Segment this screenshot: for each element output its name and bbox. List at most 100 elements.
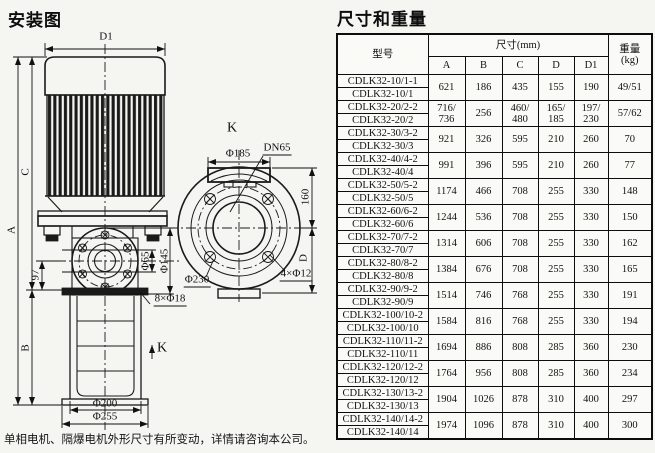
model-cell: CDLK32-10/1-1 — [336, 74, 429, 88]
dim-cell: 536 — [464, 204, 503, 231]
dim-label-c: C — [19, 168, 32, 176]
model-cell: CDLK32-50/5 — [336, 191, 429, 205]
weight-cell: 165 — [607, 256, 653, 283]
weight-cell: 162 — [607, 230, 653, 257]
dim-cell: 400 — [573, 386, 609, 413]
weight-cell: 234 — [607, 360, 653, 387]
dim-label-phi230: Φ230 — [183, 273, 211, 288]
dim-cell: 460/ 480 — [501, 100, 539, 127]
dimensions-table: 型号 尺寸(mm) 重量 (kg) A B C D D1 CDLK32-10/1… — [336, 33, 654, 440]
size-group-header: 尺寸(mm) — [427, 33, 609, 57]
dim-cell: 1314 — [427, 230, 466, 257]
dim-cell: 210 — [537, 152, 575, 179]
dim-cell: 435 — [501, 74, 539, 101]
model-cell: CDLK32-70/7 — [336, 243, 429, 257]
model-cell: CDLK32-10/1 — [336, 87, 429, 101]
dim-cell: 330 — [573, 178, 609, 205]
dim-cell: 1174 — [427, 178, 466, 205]
model-cell: CDLK32-40/4-2 — [336, 152, 429, 166]
dim-cell: 708 — [501, 256, 539, 283]
weight-cell: 297 — [607, 386, 653, 413]
dim-cell: 210 — [537, 126, 575, 153]
model-cell: CDLK32-100/10 — [336, 321, 429, 335]
dim-cell: 285 — [537, 334, 575, 361]
model-cell: CDLK32-130/13 — [336, 399, 429, 413]
dim-cell: 1244 — [427, 204, 466, 231]
dim-cell: 595 — [501, 152, 539, 179]
table-row: CDLK32-140/14 — [336, 425, 652, 440]
col-header-b: B — [464, 56, 503, 75]
dim-label-phi145: Φ145 — [158, 248, 171, 274]
dim-label-160: 160 — [299, 188, 312, 206]
dim-cell: 197/ 230 — [573, 100, 609, 127]
dim-cell: 260 — [573, 152, 609, 179]
dim-cell: 256 — [464, 100, 503, 127]
model-cell: CDLK32-130/13-2 — [336, 386, 429, 400]
installation-diagram-title: 安装图 — [8, 11, 62, 31]
dim-label-phi255: Φ255 — [92, 410, 118, 423]
weight-cell: 191 — [607, 282, 653, 309]
dim-cell: 186 — [464, 74, 503, 101]
dim-cell: 330 — [573, 308, 609, 335]
model-cell: CDLK32-110/11-2 — [336, 334, 429, 348]
weight-column-header: 重量 (kg) — [607, 33, 653, 75]
model-cell: CDLK32-140/14 — [336, 425, 429, 440]
section-arrow-k-label: K — [156, 340, 168, 356]
dim-cell: 360 — [573, 334, 609, 361]
dim-cell: 330 — [573, 204, 609, 231]
dim-cell: 921 — [427, 126, 466, 153]
model-cell: CDLK32-20/2 — [336, 113, 429, 127]
dim-cell: 285 — [537, 360, 575, 387]
dim-cell: 595 — [501, 126, 539, 153]
dim-cell: 808 — [501, 360, 539, 387]
dim-cell: 708 — [501, 204, 539, 231]
dim-cell: 716/ 736 — [427, 100, 466, 127]
dim-cell: 255 — [537, 204, 575, 231]
model-cell: CDLK32-110/11 — [336, 347, 429, 361]
col-header-d1: D1 — [573, 56, 609, 75]
dim-cell: 326 — [464, 126, 503, 153]
dim-cell: 190 — [573, 74, 609, 101]
dim-cell: 676 — [464, 256, 503, 283]
weight-cell: 148 — [607, 178, 653, 205]
dim-label-phi185: Φ185 — [225, 147, 251, 160]
dim-cell: 621 — [427, 74, 466, 101]
dim-cell: 878 — [501, 412, 539, 440]
dim-cell: 330 — [573, 256, 609, 283]
dim-cell: 330 — [573, 282, 609, 309]
weight-cell: 194 — [607, 308, 653, 335]
model-cell: CDLK32-40/4 — [336, 165, 429, 179]
dim-cell: 1026 — [464, 386, 503, 413]
dim-cell: 396 — [464, 152, 503, 179]
dim-label-b: B — [19, 344, 32, 352]
dim-cell: 1384 — [427, 256, 466, 283]
dim-cell: 808 — [501, 334, 539, 361]
model-cell: CDLK32-90/9-2 — [336, 282, 429, 296]
dim-cell: 255 — [537, 308, 575, 335]
dim-cell: 360 — [573, 360, 609, 387]
weight-cell: 300 — [607, 412, 653, 440]
dim-cell: 1096 — [464, 412, 503, 440]
col-header-a: A — [427, 56, 466, 75]
model-cell: CDLK32-30/3-2 — [336, 126, 429, 140]
dim-cell: 255 — [537, 282, 575, 309]
dimensions-weight-title: 尺寸和重量 — [337, 10, 427, 30]
weight-cell: 70 — [607, 126, 653, 153]
dim-cell: 466 — [464, 178, 503, 205]
dim-cell: 1764 — [427, 360, 466, 387]
dim-cell: 816 — [464, 308, 503, 335]
dim-label-phi65: Φ65 — [139, 251, 152, 271]
dim-cell: 1514 — [427, 282, 466, 309]
model-column-header: 型号 — [336, 33, 429, 75]
